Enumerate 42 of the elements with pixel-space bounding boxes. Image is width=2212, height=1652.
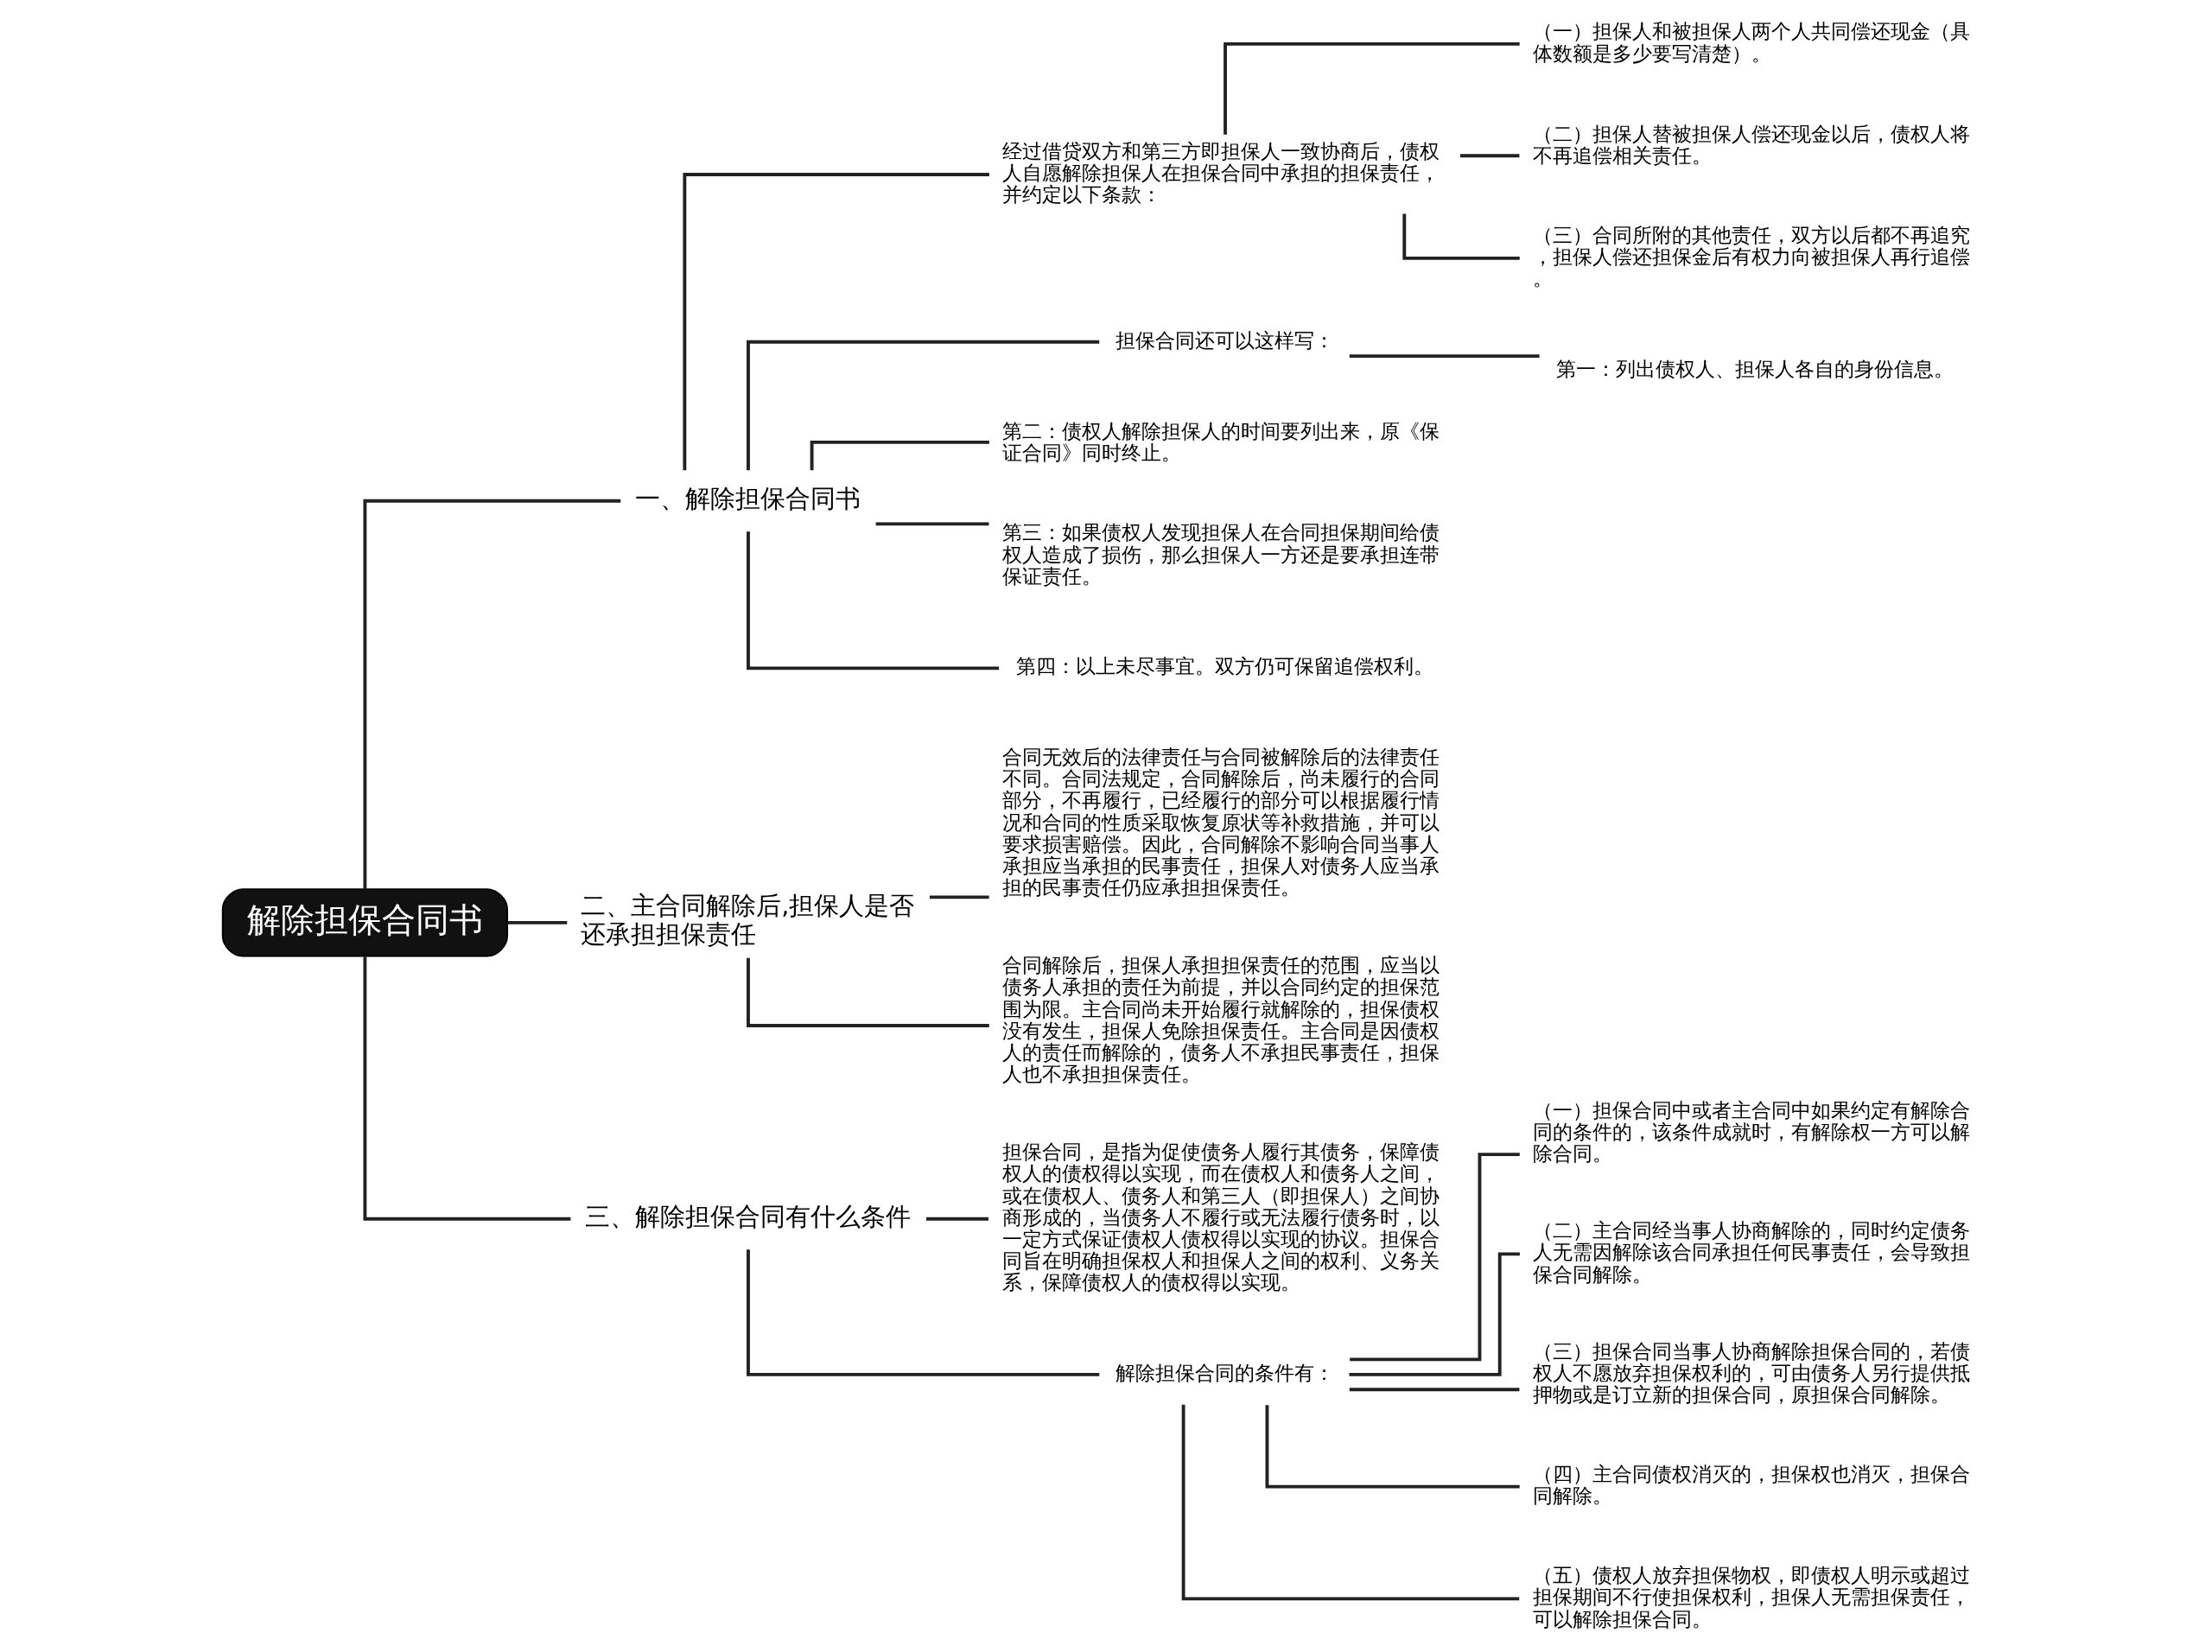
connector xyxy=(929,895,989,899)
node-text: 第三：如果债权人发现担保人在合同担保期间给债权人造成了损伤，那么担保人一方还是要承担连带保证责任。 xyxy=(1001,520,1440,588)
connector xyxy=(1265,1405,1520,1489)
node-text: 合同解除后，担保人承担担保责任的范围，应当以债务人承担的责任为前提，并以合同约定的担保范围为限。主合同尚未开始履行就解除的，担保债权没有发生，担保人免除担保责任。主合同是因债权人的责任而解除的，债务人不承担民事责任，担保人也不承担担保责任。 xyxy=(1001,953,1440,1086)
node-box: 解除担保合同书 xyxy=(221,888,508,957)
node-text: 第一：列出债权人、担保人各自的身份信息。 xyxy=(1555,356,1954,380)
connector xyxy=(1402,213,1520,260)
node-text: 一、解除担保合同书 xyxy=(634,483,861,513)
node-text: （一）担保合同中或者主合同中如果约定有解除合同的条件的，该条件成就时，有解除权一方可以解除合同。 xyxy=(1532,1097,1970,1166)
node-text: （五）债权人放弃担保物权，即债权人明示或超过担保期间不行使担保权利，担保人无需担保责任，可以解除担保合同。 xyxy=(1532,1563,1970,1630)
node-text: 担保合同，是指为促使债务人履行其债务，保障债权人的债权得以实现，而在债权人和债务人之间，或在债权人、债务人和第三人（即担保人）之间协商形成的，当债务人不履行或无法履行债务时，以一定方式保证债权人债权得以实现的协议。担保合同旨在明确担保权人和担保人之间的权利、义务关系，保障债权人的债权得以实现。 xyxy=(1001,1140,1440,1294)
connector xyxy=(1349,1153,1520,1362)
connector xyxy=(1181,1404,1519,1601)
connector xyxy=(1348,1252,1520,1376)
node-text: 第四：以上未尽事宜。双方仍可保留追偿权利。 xyxy=(1015,654,1433,678)
connector xyxy=(925,1217,988,1221)
connector xyxy=(507,920,567,924)
connector xyxy=(875,522,988,526)
node-text: （二）主合同经当事人协商解除的，同时约定债务人无需因解除该合同承担任何民事责任，会导致担保合同解除。 xyxy=(1532,1218,1970,1286)
node-text: 解除担保合同的条件有： xyxy=(1115,1360,1334,1384)
connector xyxy=(1349,354,1540,359)
connector xyxy=(682,173,989,471)
node-text: （二）担保人替被担保人偿还现金以后，债权人将不再追偿相关责任。 xyxy=(1532,121,1970,167)
connector xyxy=(746,1249,1099,1376)
node-text: 合同无效后的法律责任与合同被解除后的法律责任不同。合同法规定，合同解除后，尚未履行的合同部分，不再履行，已经履行的部分可以根据履行情况和合同的性质采取恢复原状等补救措施，并可以要求损害赔偿。因此，合同解除不影响合同当事人承担应当承担的民事责任，担保人对债务人应当承担的民事责任仍应承担担保责任。 xyxy=(1001,745,1440,899)
node-text: 担保合同还可以这样写： xyxy=(1115,327,1334,352)
connector xyxy=(1223,42,1520,135)
node-text: （三）合同所附的其他责任，双方以后都不再追究，担保人偿还担保金后有权力向被担保人再行追偿。 xyxy=(1532,222,1970,290)
connector xyxy=(1459,154,1519,158)
node-text: 三、解除担保合同有什么条件 xyxy=(584,1201,911,1231)
node-text: （四）主合同债权消灭的，担保权也消灭，担保合同解除。 xyxy=(1532,1462,1970,1508)
node-text: 二、主合同解除后,担保人是否还承担担保责任 xyxy=(580,891,915,950)
connector xyxy=(1349,1388,1519,1392)
node-text: 第二：债权人解除担保人的时间要列出来，原《保证合同》同时终止。 xyxy=(1001,419,1440,465)
connector xyxy=(746,531,999,670)
connector xyxy=(746,957,989,1027)
node-text: （一）担保人和被担保人两个人共同偿还现金（具体数额是多少要写清楚）。 xyxy=(1532,19,1970,65)
node-text: 经过借贷双方和第三方即担保人一致协商后，债权人自愿解除担保人在担保合同中承担的担保责任，并约定以下条款： xyxy=(1001,138,1440,206)
connector xyxy=(746,340,1099,471)
node-text: （三）担保合同当事人协商解除担保合同的，若债权人不愿放弃担保权利的，可由债务人另行提供抵押物或是订立新的担保合同，原担保合同解除。 xyxy=(1532,1338,1970,1407)
connector xyxy=(362,956,570,1221)
connector xyxy=(362,499,620,889)
